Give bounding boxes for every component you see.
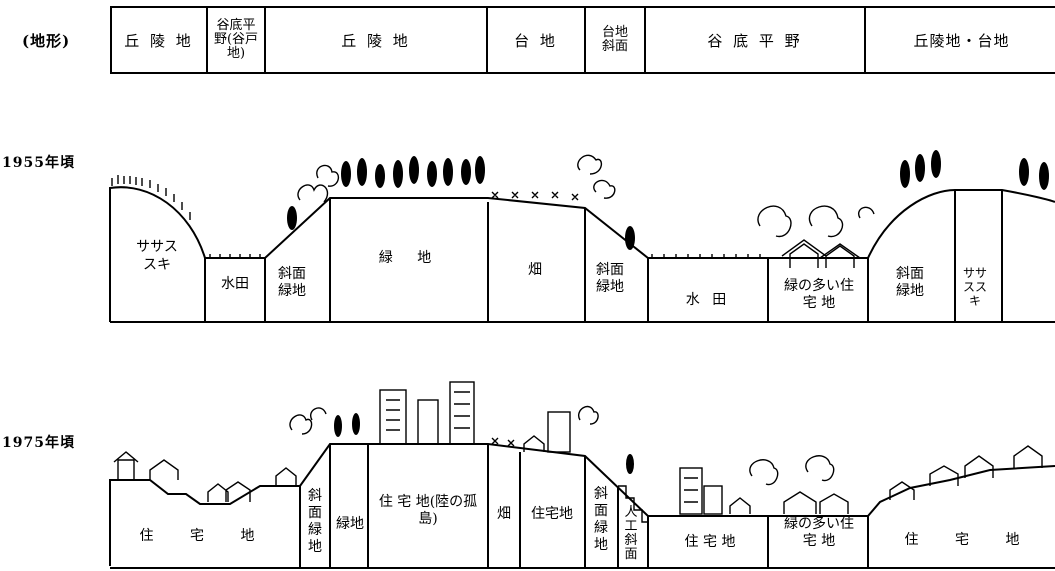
era-1975-title: 1975年頃 [2,435,75,451]
header-cell-valley-floor-1: 谷底平野(谷戸地) [208,8,266,72]
header-cell-plateau-slope: 台地斜面 [586,8,646,72]
label-1955-sasa-b: ササススキ [962,266,987,308]
header-cell-valley-floor-2: 谷 底 平 野 [646,8,866,72]
terrain-label: (地形) [22,32,71,50]
label-1955-sasa: ササススキ [136,239,178,273]
header-cell-hill-2: 丘 陵 地 [266,8,488,72]
label-1955-hatake: 畑 [528,262,542,278]
header-cell-plateau-slope-text: 台地斜面 [601,25,628,54]
label-1975-ryokuchi: 緑地 [336,516,364,532]
label-1955-shamen-a: 斜面緑地 [278,266,306,299]
label-1955-suiden-b: 水 田 [685,292,731,308]
label-1975-jutaku-a: 住 宅 地 [139,528,271,544]
label-1955-shamen-b: 斜面緑地 [596,262,624,295]
era-1955-title: 1955年頃 [2,155,75,171]
label-1975-shamen-a: 斜面緑地 [308,488,322,555]
label-1975-hatake: 畑 [497,506,511,522]
label-1955-shamen-c: 斜面緑地 [896,266,924,299]
label-1975-jutaku-c: 住 宅 地 [684,534,736,550]
terrain-header-row: 丘 陵 地 谷底平野(谷戸地) 丘 陵 地 台 地 台地斜面 谷 底 平 野 丘… [110,6,1055,74]
label-1955-midori-jutaku: 緑の多い住 宅 地 [784,278,854,311]
label-1955-suiden-a: 水田 [221,276,249,292]
label-1975-shamen-b: 斜面緑地 [594,486,608,553]
label-1975-midori-jutaku: 緑の多い住 宅 地 [784,516,854,549]
label-1975-jutaku-b: 住宅地 [531,506,573,522]
header-cell-hill-plateau: 丘陵地・台地 [913,31,1010,50]
label-1955-ryokuchi: 緑 地 [378,250,442,266]
header-cell-valley-floor-1-text: 谷底平野(谷戸地) [213,18,259,61]
header-cell-hill-1: 丘 陵 地 [112,8,208,72]
header-cell-plateau: 台 地 [488,8,586,72]
label-1975-jinko: 人工斜面 [624,505,638,562]
cross-section-1975 [109,381,1055,569]
cross-section-1955 [109,150,1055,323]
label-1975-jutaku-island: 住 宅 地(陸の孤島) [378,494,478,527]
label-1975-jutaku-d: 住 宅 地 [904,532,1036,548]
